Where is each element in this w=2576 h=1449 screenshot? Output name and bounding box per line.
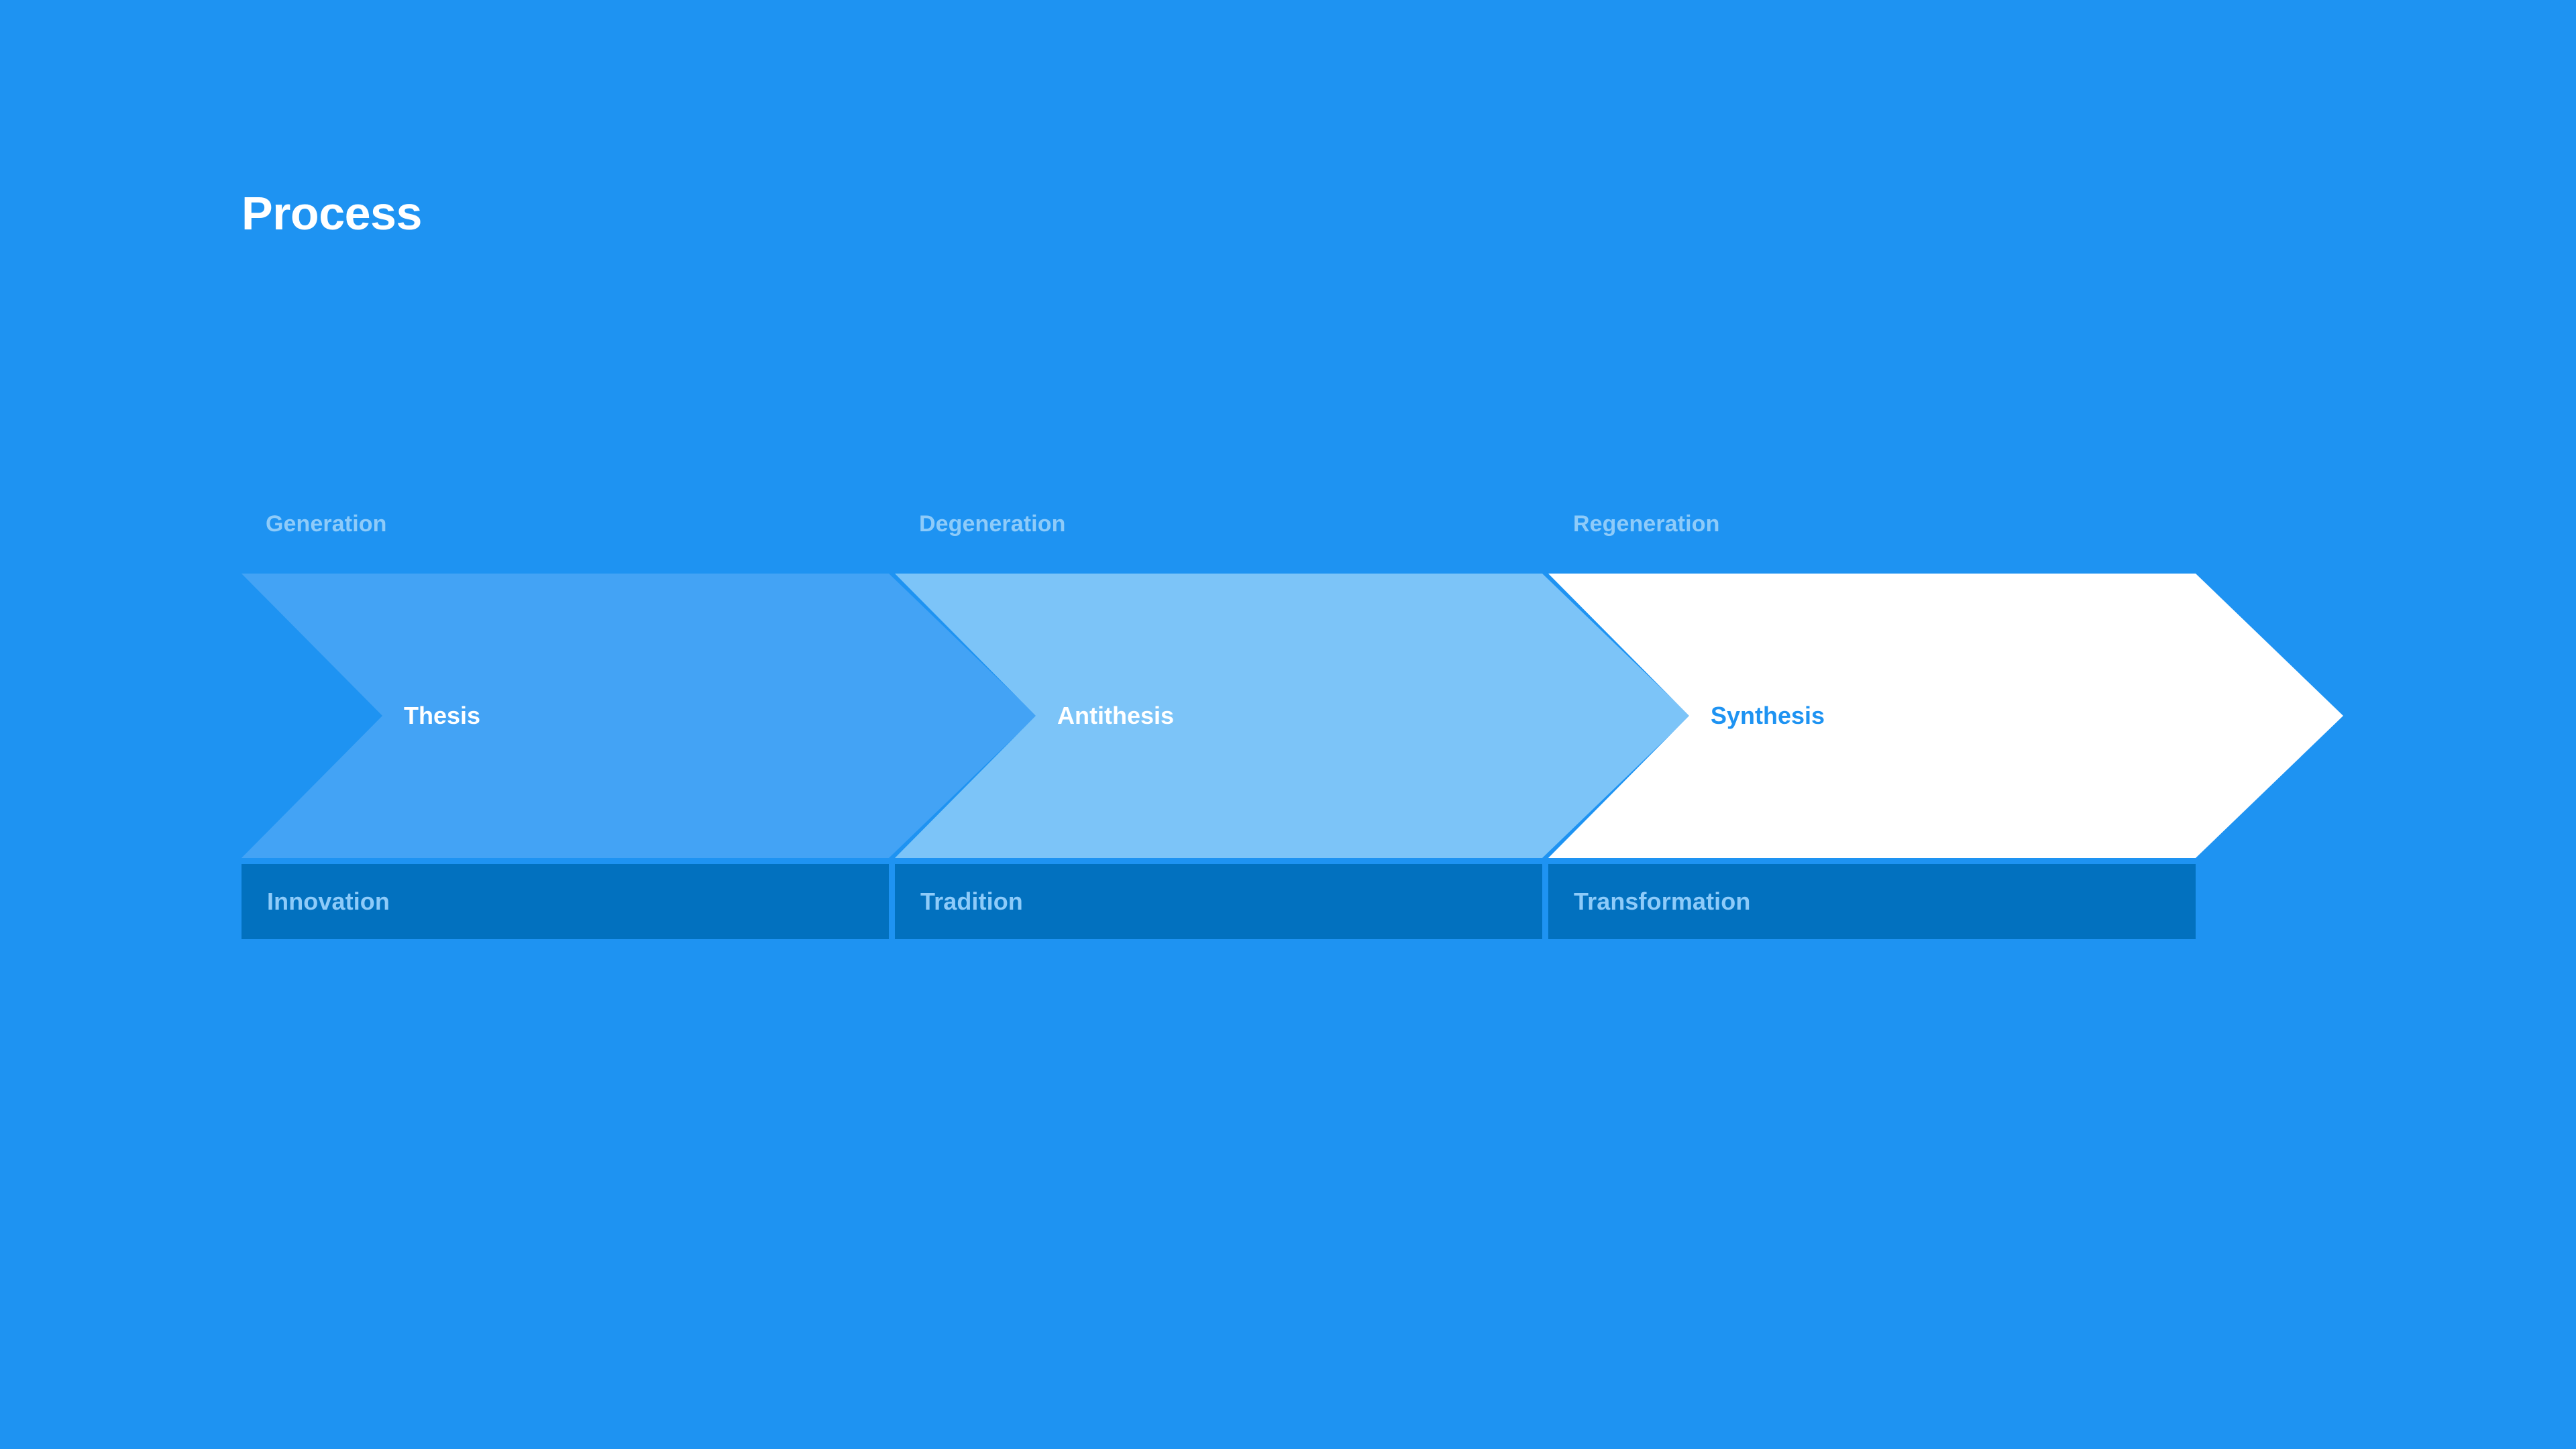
- chevron-shape-1: [241, 574, 1036, 858]
- stage-caption-1: Generation: [266, 511, 387, 537]
- stage-caption-3: Regeneration: [1573, 511, 1720, 537]
- footer-bar-2[interactable]: Tradition: [895, 864, 1542, 939]
- footer-bar-label-2: Tradition: [920, 888, 1023, 915]
- page-title: Process: [241, 187, 422, 239]
- footer-bar-3[interactable]: Transformation: [1548, 864, 2196, 939]
- chevron-stage-3[interactable]: Synthesis: [1548, 574, 2347, 858]
- chevron-shape-2: [895, 574, 1690, 858]
- stage-caption-2: Degeneration: [919, 511, 1066, 537]
- footer-bar-1[interactable]: Innovation: [241, 864, 889, 939]
- footer-bar-label-3: Transformation: [1574, 888, 1751, 915]
- chevron-shape-3: [1548, 574, 2343, 858]
- footer-bar-label-1: Innovation: [267, 888, 390, 915]
